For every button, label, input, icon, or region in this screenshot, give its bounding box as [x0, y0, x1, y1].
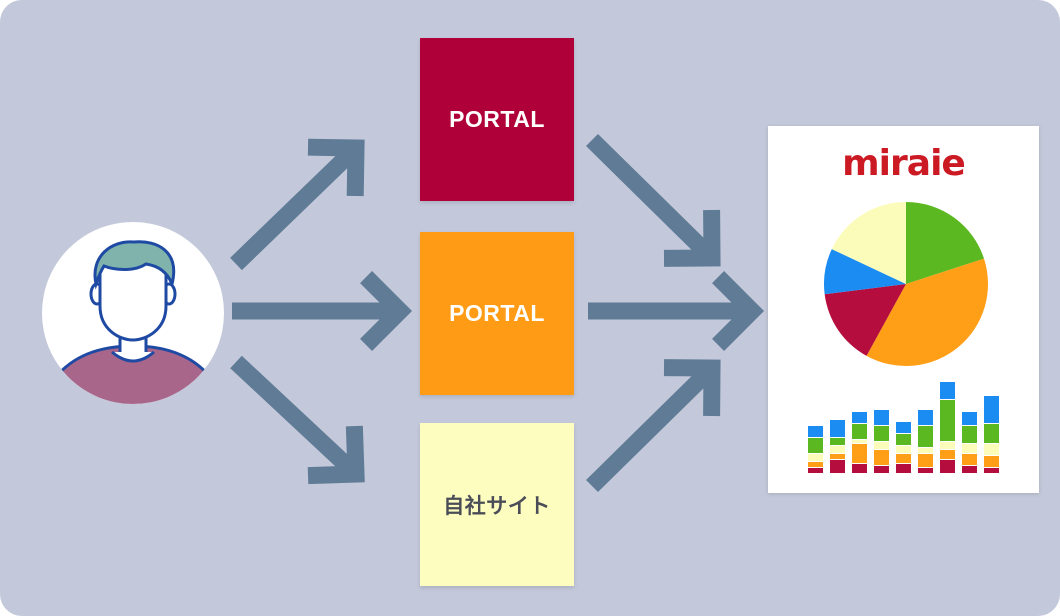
bar-segment: [962, 444, 977, 453]
bar-segment: [984, 468, 999, 473]
own-site-box: 自社サイト: [420, 423, 574, 586]
bar-segment: [808, 468, 823, 473]
avatar-collar: [111, 350, 155, 363]
bar-segment: [830, 454, 845, 459]
pie-chart: [824, 202, 988, 366]
bar-segment: [852, 464, 867, 473]
pie-slice: [824, 249, 906, 295]
bar-segment: [984, 424, 999, 443]
miraie-logo: miraie: [842, 143, 966, 184]
avatar-hair: [93, 240, 176, 290]
bar-segment: [984, 444, 999, 455]
bar-segment: [808, 454, 823, 461]
portal-box-1: PORTAL: [420, 38, 574, 201]
report-card: miraie: [768, 126, 1039, 493]
bar-segment: [940, 442, 955, 449]
bar-segment: [918, 410, 933, 425]
flow-arrow: [586, 133, 721, 267]
own-site-box-label: 自社サイト: [443, 493, 551, 518]
bar-segment: [940, 460, 955, 473]
portal-box-2-label: PORTAL: [449, 300, 545, 326]
bar-segment: [830, 446, 845, 453]
bar-segment: [918, 426, 933, 447]
flow-arrow: [588, 271, 765, 351]
bar-segment: [940, 400, 955, 441]
bar-segment: [896, 446, 911, 453]
flow-arrow: [230, 138, 365, 271]
bar-segment: [808, 462, 823, 467]
user-avatar-icon: [42, 222, 224, 404]
report-graphics: [808, 202, 999, 473]
bar-segment: [918, 448, 933, 453]
flow-arrow: [586, 359, 721, 493]
bar-segment: [918, 454, 933, 467]
bar-segment: [962, 426, 977, 443]
bar-segment: [874, 466, 889, 473]
flow-arrow: [232, 271, 413, 351]
bar-segment: [852, 444, 867, 463]
bar-segment: [984, 396, 999, 423]
bar-segment: [874, 442, 889, 449]
bar-segment: [962, 466, 977, 473]
portal-box-1-label: PORTAL: [449, 106, 545, 132]
bar-segment: [896, 464, 911, 473]
bar-segment: [852, 412, 867, 423]
bar-segment: [940, 450, 955, 459]
pie-slice: [824, 284, 906, 356]
bar-segment: [874, 410, 889, 425]
bar-segment: [940, 382, 955, 399]
portal-box-2: PORTAL: [420, 232, 574, 395]
bar-segment: [830, 420, 845, 437]
bar-segment: [830, 460, 845, 473]
bar-segment: [852, 424, 867, 439]
bar-segment: [830, 438, 845, 445]
pie-slice: [831, 202, 906, 284]
bar-segment: [962, 454, 977, 465]
bar-segment: [896, 422, 911, 433]
bar-segment: [962, 412, 977, 425]
pie-slice: [906, 202, 984, 284]
bar-segment: [852, 440, 867, 443]
bar-segment: [808, 438, 823, 453]
bar-segment: [874, 426, 889, 441]
bar-segment: [918, 468, 933, 473]
bar-segment: [874, 450, 889, 465]
bar-segment: [808, 426, 823, 437]
flow-arrow: [230, 355, 365, 485]
bar-chart: [808, 382, 999, 473]
bar-segment: [896, 454, 911, 463]
bar-segment: [896, 434, 911, 445]
pie-slice: [866, 258, 988, 366]
bar-segment: [984, 456, 999, 467]
